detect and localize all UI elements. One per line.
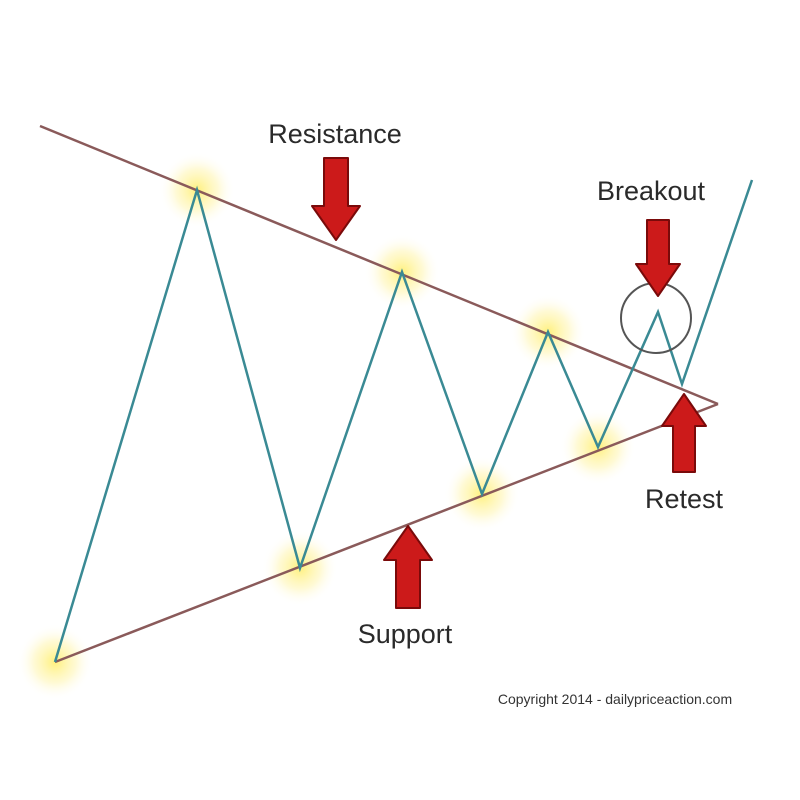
resistance-line [39, 124, 719, 406]
price-path [53, 179, 754, 663]
retest-arrow [661, 393, 707, 473]
retest-label: Retest [645, 484, 724, 514]
breakout-label: Breakout [597, 176, 706, 206]
touch-point-highlights [17, 152, 636, 700]
support-label: Support [358, 619, 453, 649]
breakout-arrow [635, 219, 681, 297]
support-line [54, 402, 719, 664]
copyright-text: Copyright 2014 - dailypriceaction.com [498, 691, 732, 707]
resistance-arrow [311, 157, 361, 241]
resistance-label: Resistance [268, 119, 402, 149]
support-arrow [383, 525, 433, 609]
